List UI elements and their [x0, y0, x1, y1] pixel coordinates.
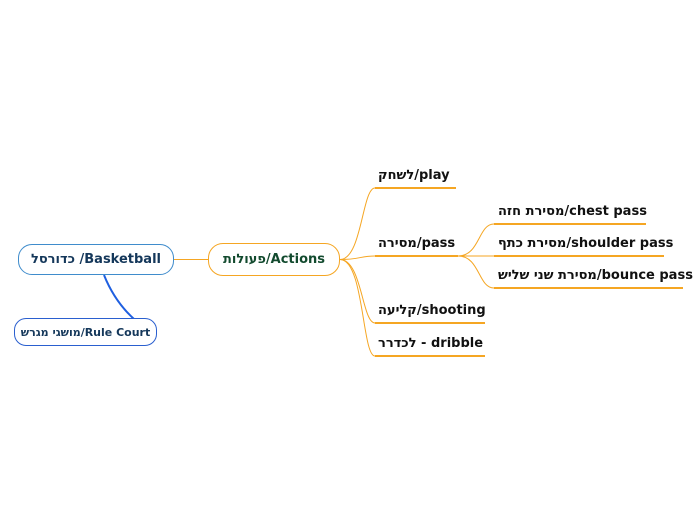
leaf-shooting[interactable]: קליעה/shooting: [378, 303, 486, 319]
link-actions-play: [339, 187, 456, 260]
dribble-label: לכדרר - dribble: [378, 336, 484, 351]
node-rule-court[interactable]: מושגי מגרש/Rule Court: [14, 318, 157, 346]
leaf-pass[interactable]: מסירה/pass: [378, 236, 455, 252]
shooting-label: קליעה/shooting: [378, 303, 486, 318]
bounce-pass-label: מסירת שני שליש/bounce pass: [498, 268, 693, 283]
link-actions-pass: [339, 255, 458, 260]
leaf-chest-pass[interactable]: מסירת חזה/chest pass: [498, 204, 647, 220]
link-pass-chest: [457, 223, 646, 257]
root-node-basketball[interactable]: כדורסל /Basketball: [18, 244, 174, 275]
shoulder-pass-label: מסירת כתף/shoulder pass: [498, 236, 674, 251]
pass-label: מסירה/pass: [378, 236, 456, 251]
link-actions-dribble: [339, 259, 485, 357]
root-node-label: כדורסל /Basketball: [30, 252, 161, 267]
play-label: לשחק/play: [378, 168, 450, 183]
rule-court-label: מושגי מגרש/Rule Court: [20, 325, 151, 339]
node-actions[interactable]: פעולות/Actions: [208, 243, 340, 276]
chest-pass-label: מסירת חזה/chest pass: [498, 204, 647, 219]
link-pass-bounce: [457, 255, 683, 289]
leaf-shoulder-pass[interactable]: מסירת כתף/shoulder pass: [498, 236, 673, 252]
leaf-bounce-pass[interactable]: מסירת שני שליש/bounce pass: [498, 268, 693, 284]
leaf-dribble[interactable]: לכדרר - dribble: [378, 336, 483, 352]
leaf-play[interactable]: לשחק/play: [378, 168, 450, 184]
actions-label: פעולות/Actions: [223, 252, 325, 267]
